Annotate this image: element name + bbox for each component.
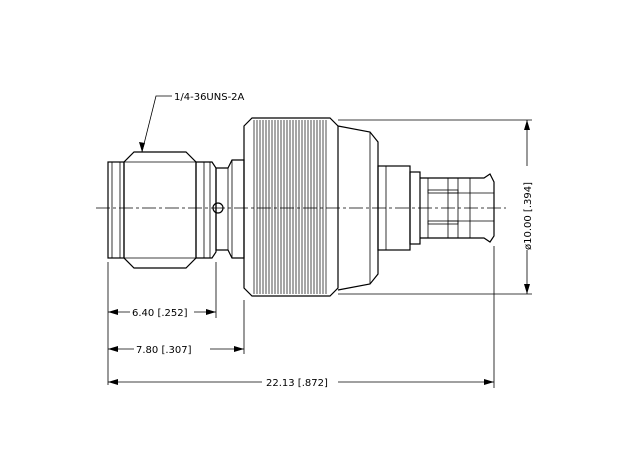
dimension-diameter-label: ø10.00 [.394]	[523, 182, 534, 250]
dimension-7-80-label: 7.80 [.307]	[136, 345, 192, 356]
thread-callout-label: 1/4-36UNS-2A	[174, 92, 245, 103]
neck-section	[195, 159, 245, 259]
dimension-7-80: 7.80 [.307]	[108, 300, 245, 356]
knurl-texture	[253, 120, 327, 294]
thread-callout: 1/4-36UNS-2A	[139, 92, 245, 153]
dimension-22-13-label: 22.13 [.872]	[266, 378, 328, 389]
dimension-6-40-label: 6.40 [.252]	[132, 308, 188, 319]
dimension-6-40: 6.40 [.252]	[107, 262, 217, 385]
dimension-diameter: ø10.00 [.394]	[338, 119, 534, 295]
threaded-body	[107, 151, 197, 269]
knurled-coupling-nut	[243, 117, 339, 297]
dimension-22-13: 22.13 [.872]	[108, 246, 495, 389]
